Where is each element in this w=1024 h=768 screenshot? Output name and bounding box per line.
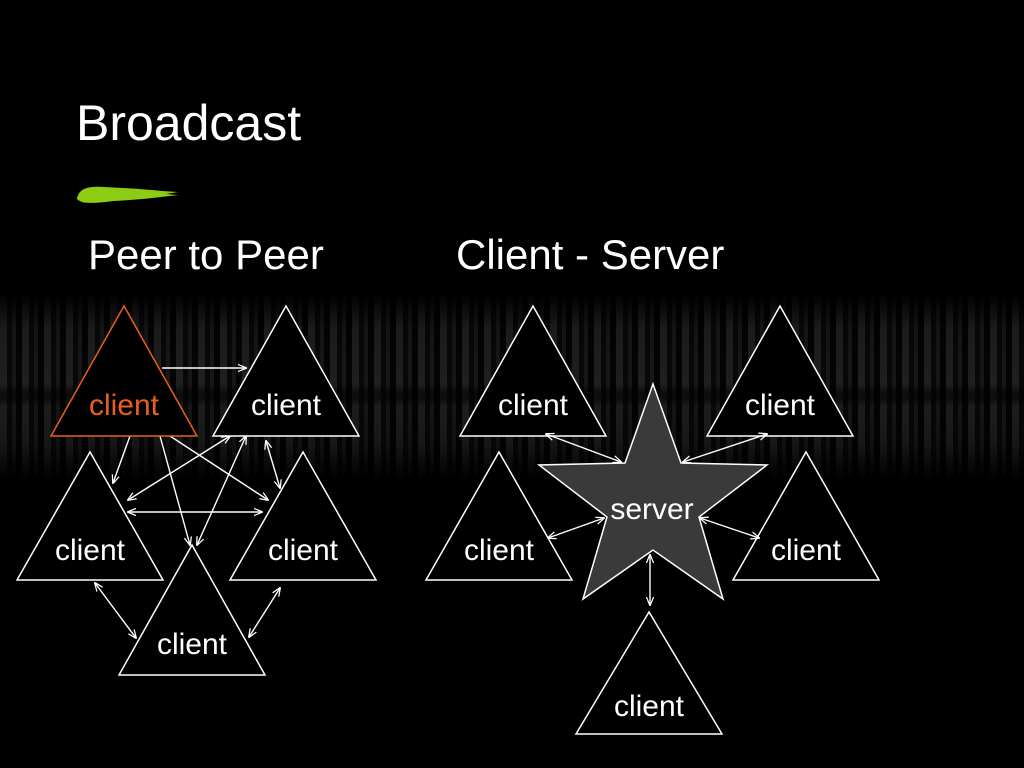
p2p-node-triangle: [15, 450, 165, 581]
cs-node-label: client: [498, 389, 569, 422]
cs-client-node: client: [424, 450, 574, 581]
p2p-node-triangle: [49, 304, 199, 437]
p2p-node-triangle: [117, 543, 267, 676]
slide-title: Broadcast: [76, 95, 302, 151]
p2p-arrow: [266, 441, 280, 488]
server-star: [536, 381, 770, 601]
p2p-arrow: [128, 436, 230, 500]
p2p-arrow: [113, 435, 131, 483]
p2p-arrow: [95, 583, 136, 638]
cs-node-triangle: [458, 304, 608, 437]
cs-node-label: client: [771, 534, 842, 567]
cs-arrow: [546, 434, 621, 462]
cs-client-node: client: [731, 450, 881, 581]
cs-node-triangle: [574, 610, 724, 735]
cs-arrow: [683, 434, 767, 462]
p2p-node-label: client: [157, 628, 228, 661]
p2p-client-node-highlighted: client: [49, 304, 199, 437]
p2p-arrow: [197, 436, 246, 545]
cs-client-node: client: [458, 304, 608, 437]
p2p-client-node: client: [228, 450, 378, 581]
client-server-diagram: client client client client client se: [424, 304, 881, 735]
server-label: server: [610, 493, 693, 526]
cs-client-node: client: [574, 610, 724, 735]
p2p-arrow: [159, 435, 190, 545]
green-brush-stroke-path: [76, 186, 178, 203]
cs-node-label: client: [745, 389, 816, 422]
peer-to-peer-heading: Peer to Peer: [88, 231, 324, 278]
cs-arrow: [548, 518, 604, 538]
p2p-client-node: client: [15, 450, 165, 581]
cs-node-label: client: [614, 690, 685, 723]
cs-node-label: client: [464, 534, 535, 567]
client-server-heading: Client - Server: [456, 231, 725, 278]
p2p-node-label: client: [89, 389, 160, 422]
green-brush-stroke: [76, 186, 178, 203]
p2p-client-node: client: [211, 304, 361, 437]
p2p-node-label: client: [251, 389, 322, 422]
cs-node-triangle: [705, 304, 855, 437]
server-node: server: [536, 381, 770, 601]
p2p-node-label: client: [268, 534, 339, 567]
p2p-node-triangle: [211, 304, 361, 437]
p2p-client-node: client: [117, 543, 267, 676]
p2p-node-label: client: [55, 534, 126, 567]
peer-to-peer-diagram: client client client client client: [15, 304, 378, 676]
p2p-arrow: [249, 588, 280, 637]
p2p-arrow: [169, 435, 268, 500]
cs-node-triangle: [731, 450, 881, 581]
cs-arrow: [700, 518, 759, 538]
cs-client-node: client: [705, 304, 855, 437]
cs-node-triangle: [424, 450, 574, 581]
p2p-node-triangle: [228, 450, 378, 581]
